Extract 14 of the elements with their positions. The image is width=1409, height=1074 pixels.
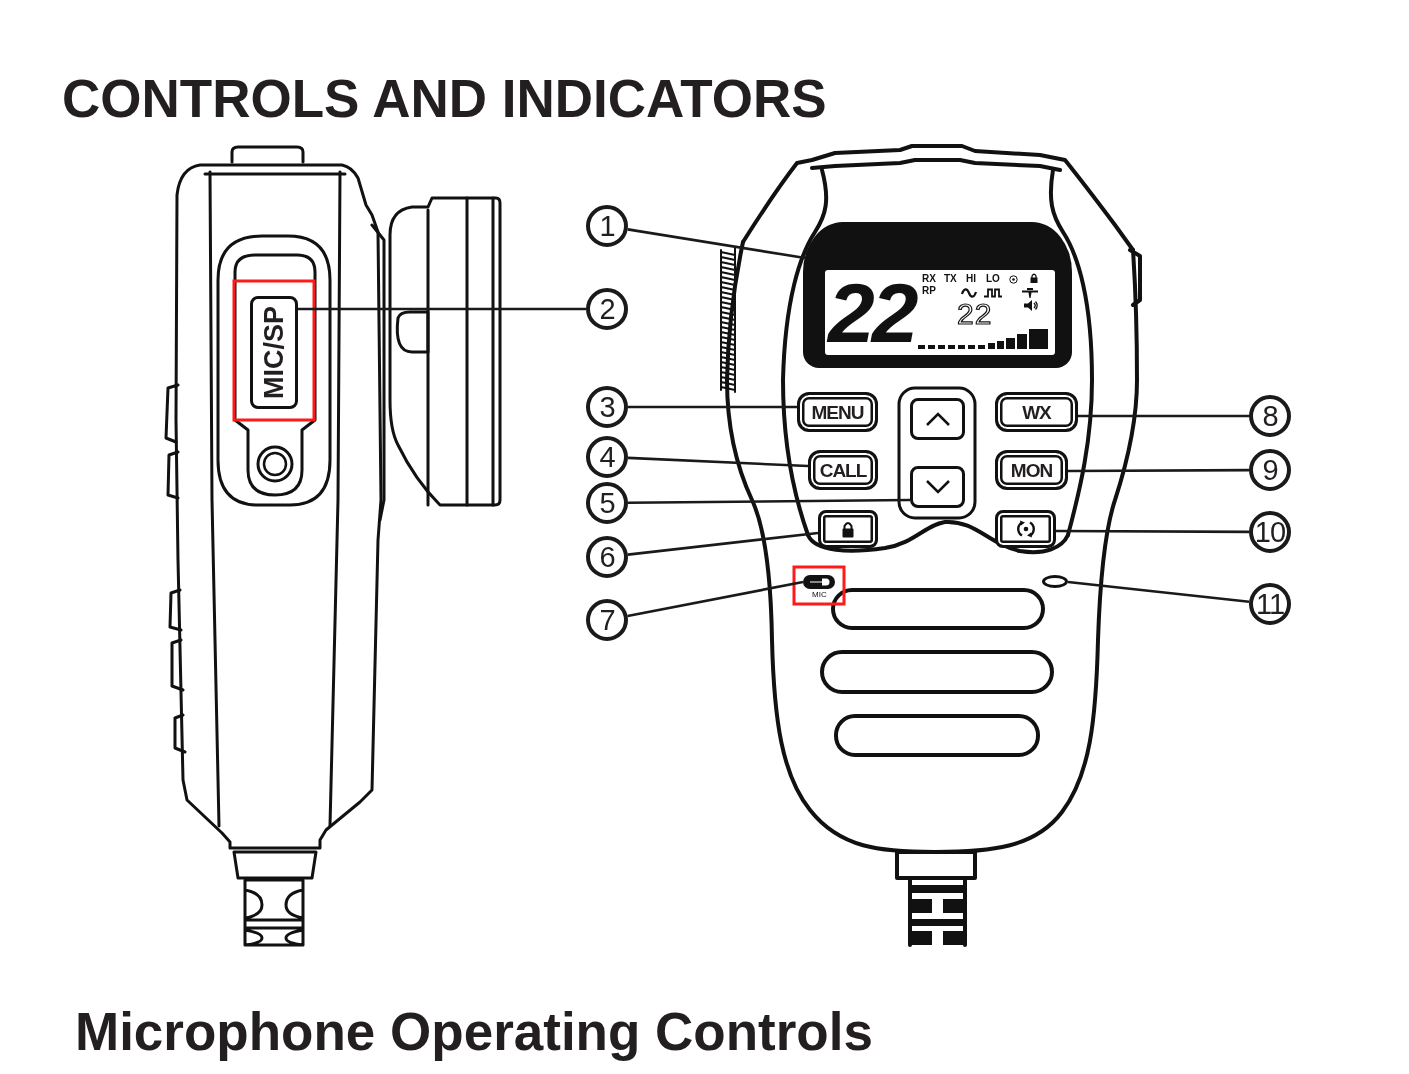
callout-number: 11 [1249, 583, 1291, 625]
callout-number: 5 [586, 482, 628, 524]
callout-number: 9 [1249, 449, 1291, 491]
callout-number: 3 [586, 386, 628, 428]
callout-number: 7 [586, 599, 628, 641]
callout-number: 1 [586, 205, 628, 247]
callout-number: 8 [1249, 395, 1291, 437]
jack-label-plate: MIC/SP [250, 296, 298, 409]
leader-line [298, 307, 586, 311]
callout-number: 10 [1249, 511, 1291, 553]
callout-number: 2 [586, 288, 628, 330]
callout-number: 4 [586, 436, 628, 478]
callout-number: 6 [586, 536, 628, 578]
page-title: CONTROLS AND INDICATORS [62, 72, 827, 125]
